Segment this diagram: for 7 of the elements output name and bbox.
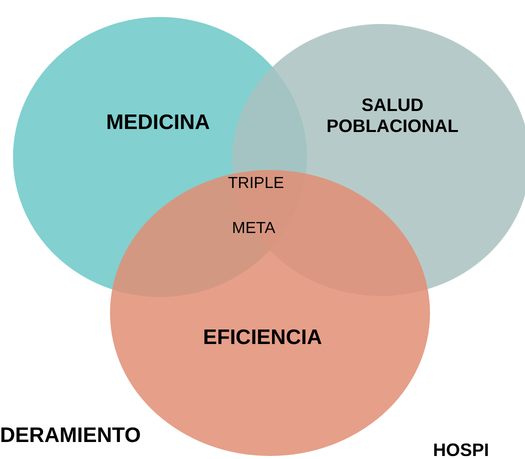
- intersection-label: TRIPLE: [228, 175, 284, 193]
- circle-label: MEDICINA: [105, 111, 211, 136]
- partial-label: DERAMIENTO: [0, 424, 141, 448]
- circle-label: EFICIENCIA: [202, 326, 323, 350]
- intersection-label: META: [232, 220, 276, 238]
- circle-label: SALUD POBLACIONAL: [326, 95, 460, 136]
- partial-label: HOSPI: [433, 440, 490, 459]
